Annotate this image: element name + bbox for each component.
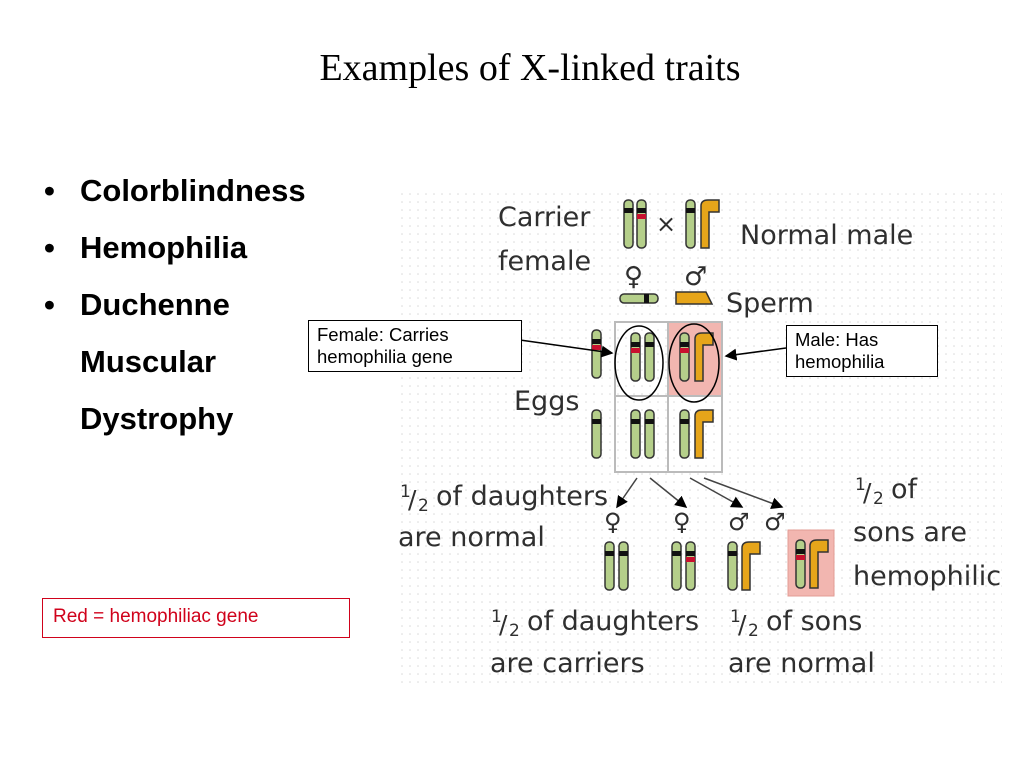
y-chromosome (741, 541, 761, 591)
carrier-label: Carrier (498, 202, 591, 233)
caption-line: are normal (398, 522, 545, 553)
fraction-denominator: 2 (873, 489, 884, 509)
sperm-label: Sperm (726, 288, 814, 319)
fraction-denominator: 2 (509, 621, 520, 641)
fraction-numerator: 1 (491, 607, 502, 627)
male-symbol: ♂ (728, 508, 750, 536)
fraction-slash: / (408, 485, 417, 514)
male-callout-arrow (724, 347, 787, 361)
fraction-slash: / (738, 610, 747, 639)
caption-line: are carriers (490, 648, 645, 679)
chromosome (623, 199, 634, 249)
caption-line: hemophilic (853, 561, 1001, 592)
caption-line: are normal (728, 648, 875, 679)
caption-daughters-carriers: 1 / 2 of daughters are carriers (490, 606, 699, 679)
egg-chromosome (591, 329, 602, 379)
chromosome (604, 541, 615, 591)
caption-line: of (891, 474, 919, 505)
chromosome (685, 541, 696, 591)
male-hemophilia-circle (668, 323, 720, 403)
bullet-item: • Hemophilia (44, 219, 306, 276)
egg-chromosome-horizontal (619, 293, 659, 304)
y-chromosome (700, 199, 720, 249)
caption-line: of daughters (527, 606, 699, 637)
caption-sons-hemophilic: 1 / 2 of sons are hemophilic (853, 474, 1001, 592)
male-callout-box: Male: Has hemophilia (786, 325, 938, 377)
bullet-text: Colorblindness (80, 173, 306, 208)
female-callout-arrow (519, 339, 614, 358)
male-symbol: ♂ (764, 508, 786, 536)
fraction-numerator: 1 (855, 475, 866, 495)
y-chromosome (694, 332, 714, 382)
chromosome (630, 332, 641, 382)
fraction-numerator: 1 (730, 607, 741, 627)
eggs-label: Eggs (514, 386, 579, 417)
caption-line: of daughters (436, 481, 608, 512)
caption-sons-normal: 1 / 2 of sons are normal (728, 606, 875, 679)
female-symbol: ♀ (673, 508, 691, 536)
caption-line: of sons (766, 606, 862, 637)
chromosome (618, 541, 629, 591)
bullet-continuation: Dystrophy (80, 401, 234, 436)
y-chromosome (694, 409, 714, 459)
offspring-arrows (616, 477, 784, 509)
bullet-dot: • (44, 173, 55, 208)
female-carrier-circle (614, 325, 664, 401)
fraction-denominator: 2 (418, 496, 429, 516)
callout-line: Male: Has (795, 329, 879, 350)
sperm-y-horizontal (675, 291, 714, 305)
bullet-dot: • (44, 230, 55, 265)
bullet-dot: • (44, 287, 55, 322)
fraction-denominator: 2 (748, 621, 759, 641)
callout-line: hemophilia (795, 351, 885, 372)
cross-symbol: × (656, 210, 676, 238)
chromosome (636, 199, 647, 249)
chromosome (644, 409, 655, 459)
chromosome (644, 332, 655, 382)
bullet-item: • Colorblindness (44, 162, 306, 219)
caption-daughters-normal: 1 / 2 of daughters are normal (398, 481, 608, 553)
chromosome (685, 199, 696, 249)
legend-box: Red = hemophiliac gene (42, 598, 350, 638)
caption-line: sons are (853, 517, 967, 548)
trait-list: • Colorblindness • Hemophilia • Duchenne Mu… (44, 162, 306, 447)
fraction-slash: / (499, 610, 508, 639)
slide-title: Examples of X-linked traits (319, 47, 741, 89)
female-symbol: ♀ (624, 262, 643, 292)
female-label: female (498, 246, 591, 277)
fraction-slash: / (863, 478, 872, 507)
bullet-item: • Duchenne (44, 276, 306, 333)
chromosome (679, 409, 690, 459)
callout-line: Female: Carries (317, 324, 449, 345)
fraction-numerator: 1 (400, 482, 411, 502)
female-callout-box: Female: Carries hemophilia gene (308, 320, 522, 372)
normal-male-label: Normal male (740, 220, 913, 251)
chromosome (727, 541, 738, 591)
male-symbol: ♂ (684, 262, 707, 292)
chromosome (795, 539, 806, 589)
chromosome (679, 332, 690, 382)
bullet-text: Hemophilia (80, 230, 248, 265)
callout-line: hemophilia gene (317, 346, 453, 367)
chromosome (630, 409, 641, 459)
egg-chromosome (591, 409, 602, 459)
bullet-continuation: Muscular (80, 344, 217, 379)
female-symbol: ♀ (604, 508, 622, 536)
bullet-text: Duchenne (80, 287, 230, 322)
chromosome (671, 541, 682, 591)
y-chromosome (809, 539, 829, 589)
